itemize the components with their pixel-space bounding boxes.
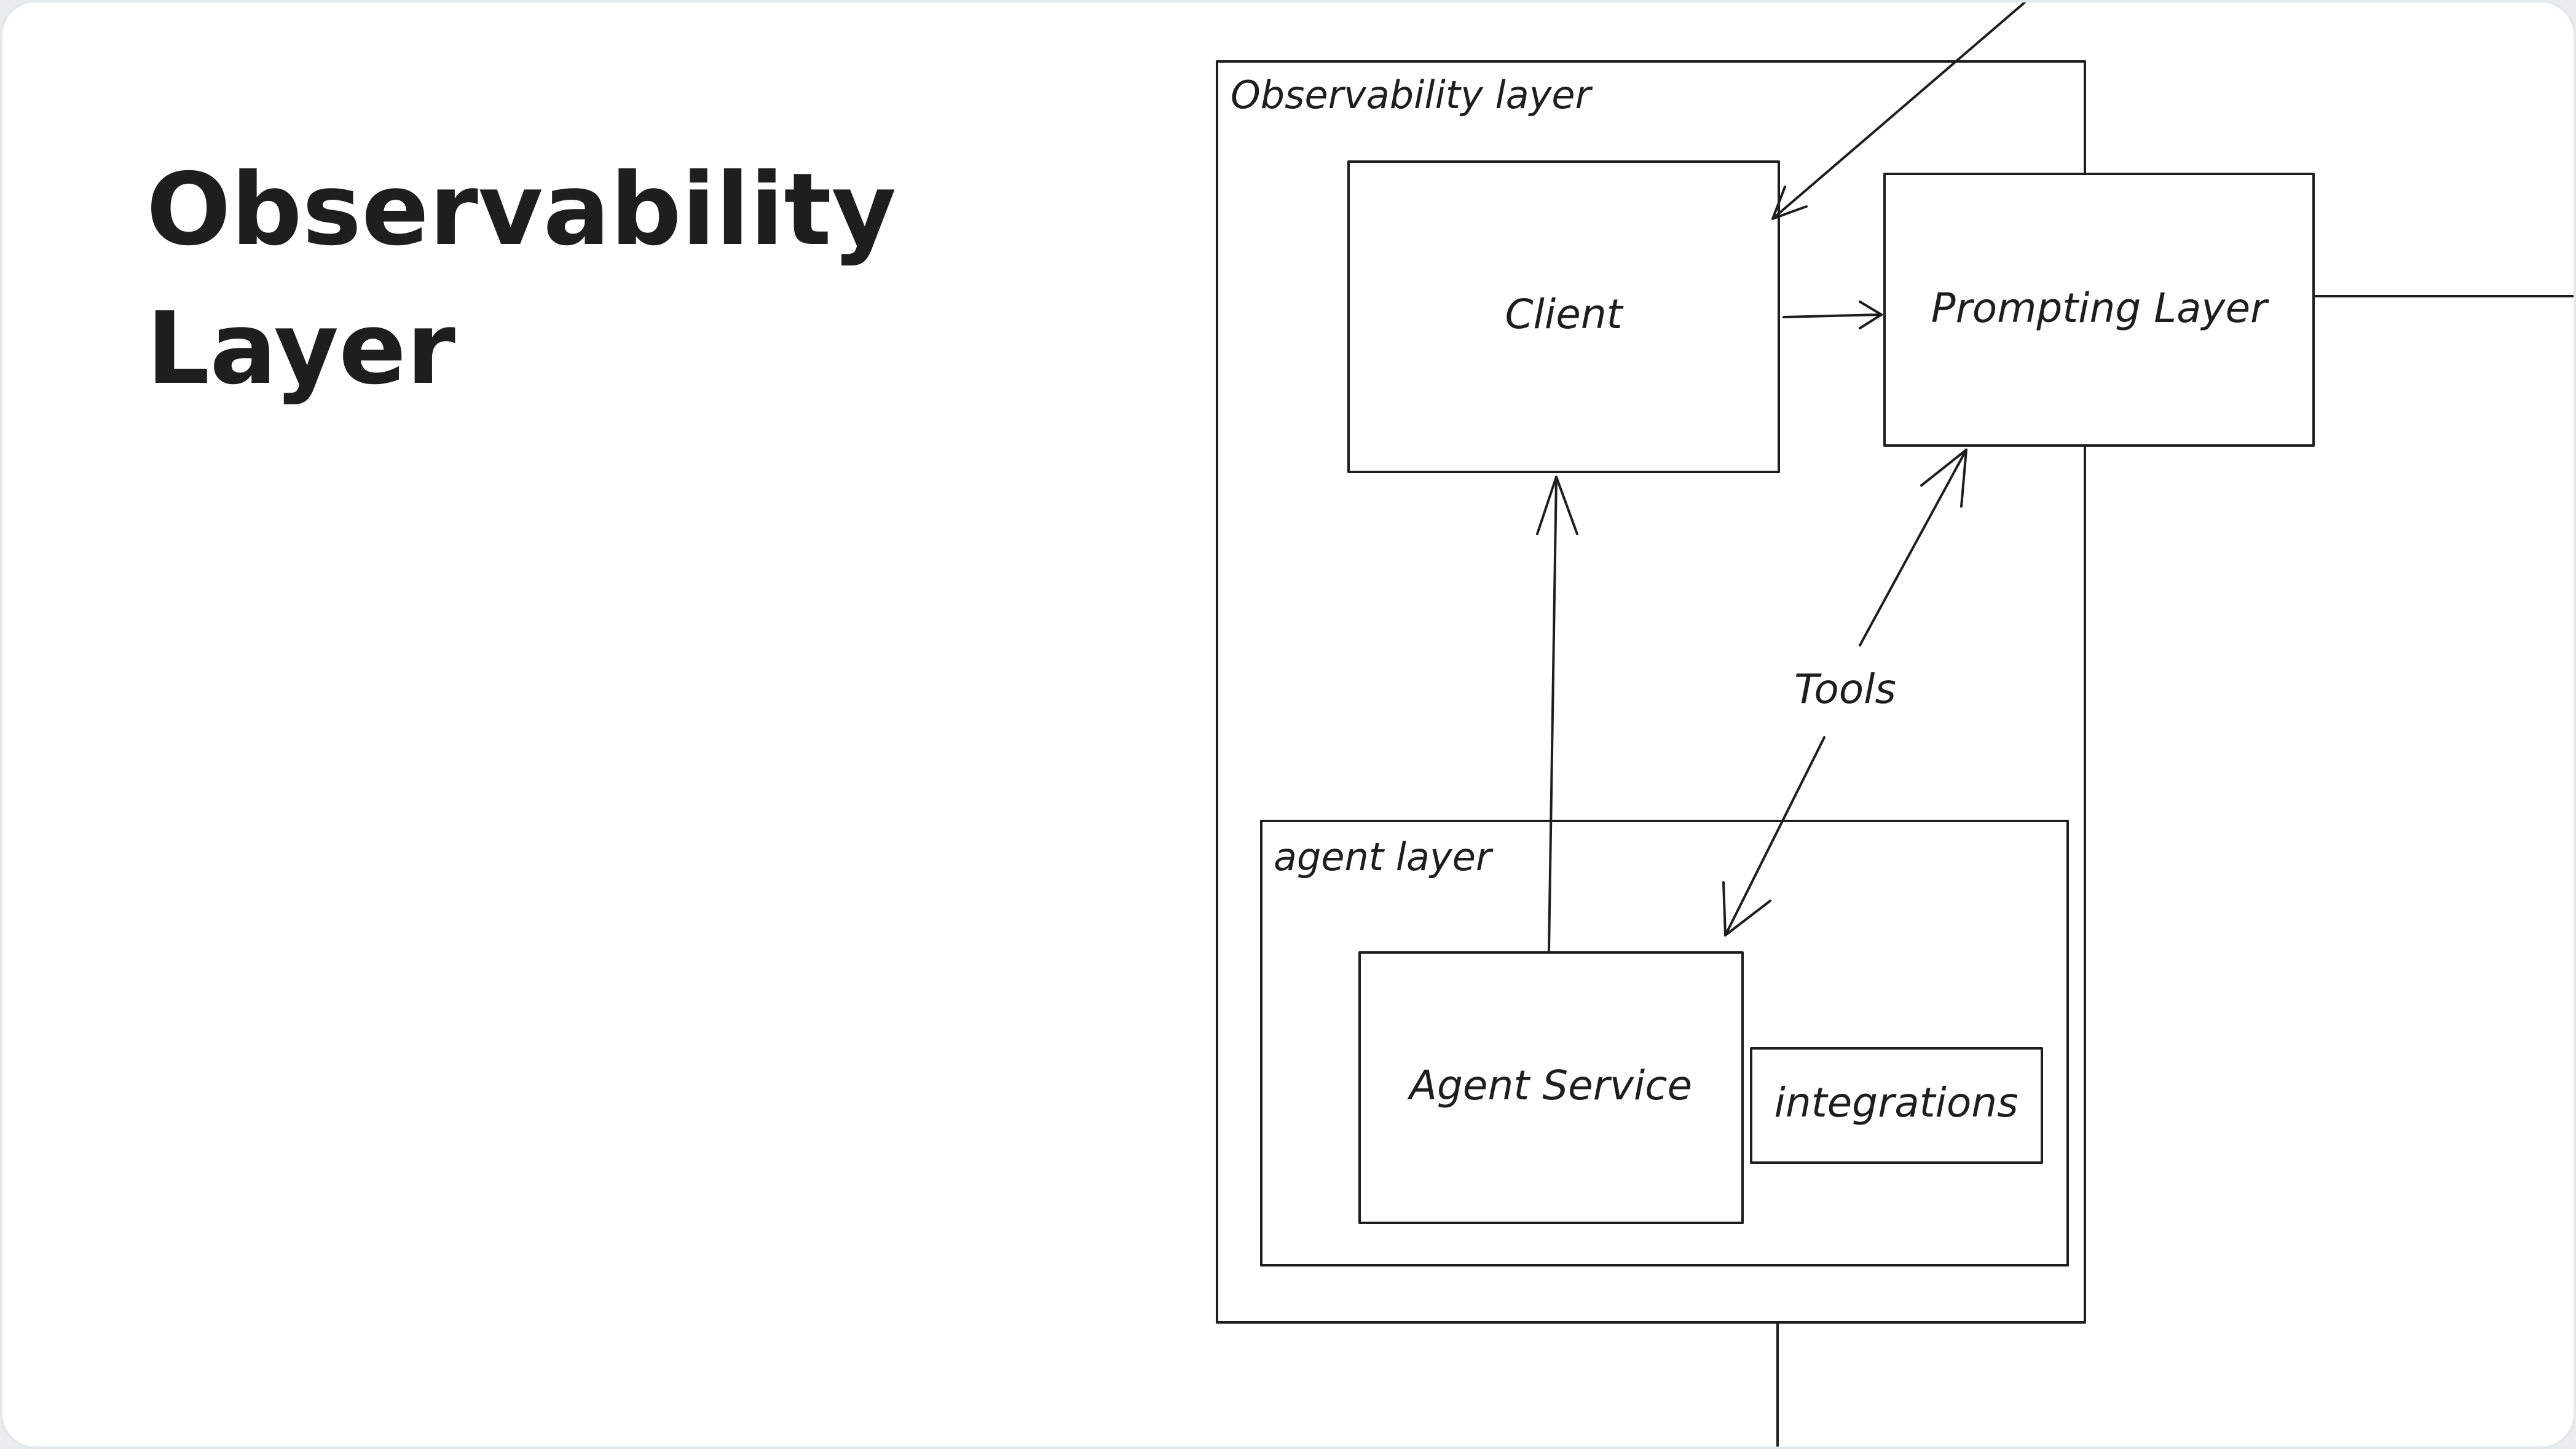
agent-service-label: Agent Service bbox=[1407, 1062, 1692, 1109]
tools-edge-label: Tools bbox=[1794, 666, 1896, 713]
agent-layer-group bbox=[1260, 820, 2069, 1266]
title-line-1: Observability bbox=[146, 152, 897, 268]
prompting-layer-node bbox=[1883, 173, 2315, 447]
arrowhead-client-top bbox=[1771, 186, 1808, 220]
title-line-2: Layer bbox=[146, 291, 455, 407]
integrations-node bbox=[1750, 1047, 2043, 1164]
edge-tools-to-agent-service bbox=[1724, 736, 1826, 937]
observability-layer-label: Observability layer bbox=[1231, 73, 1593, 117]
arrowhead-prompting-bottom bbox=[1920, 449, 1967, 508]
edge-incoming-to-client bbox=[1771, 2, 2026, 220]
arrowhead-agent-service bbox=[1722, 881, 1771, 937]
arrowhead-client-bottom bbox=[1536, 476, 1578, 535]
client-label: Client bbox=[1505, 291, 1623, 338]
edge-agent-service-to-client bbox=[1548, 476, 1558, 951]
integrations-label: integrations bbox=[1774, 1079, 2019, 1126]
edge-prompting-to-tools bbox=[1859, 449, 1967, 646]
page-title: Observability Layer bbox=[146, 141, 896, 418]
observability-layer-group bbox=[1216, 60, 2086, 1324]
client-node bbox=[1347, 160, 1780, 473]
arrowhead-prompting bbox=[1859, 300, 1883, 329]
prompting-layer-label: Prompting Layer bbox=[1931, 285, 2269, 332]
edge-client-to-prompting bbox=[1782, 313, 1883, 318]
agent-layer-label: agent layer bbox=[1274, 834, 1494, 879]
agent-service-node bbox=[1358, 951, 1744, 1224]
